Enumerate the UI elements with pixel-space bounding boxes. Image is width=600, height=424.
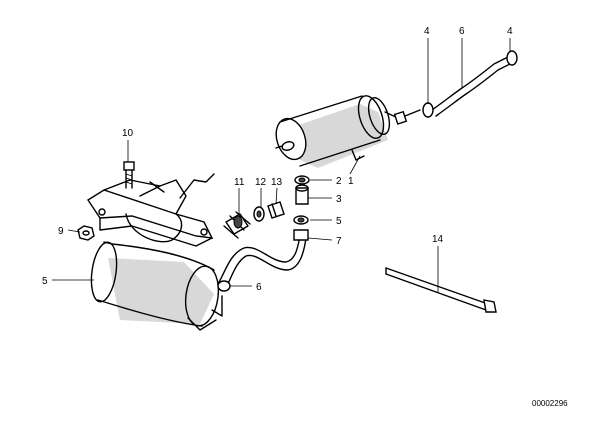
nozzle-fitting[interactable] (223, 211, 251, 239)
callout-10: 10 (122, 128, 134, 139)
hose-piece-short[interactable] (295, 184, 309, 205)
callout-12: 12 (255, 177, 267, 188)
damper-tank[interactable] (88, 241, 222, 331)
fuel-pump[interactable] (271, 93, 421, 168)
nut[interactable] (77, 225, 95, 241)
fuel-hose-lower[interactable] (211, 235, 307, 317)
reference-code: 00002296 (532, 399, 568, 408)
washer[interactable] (253, 206, 265, 222)
callout-11: 11 (234, 177, 245, 188)
cable-tie[interactable] (385, 267, 497, 313)
callout-1: 1 (348, 176, 354, 187)
leader-lines (52, 38, 511, 292)
callout-9: 9 (58, 226, 64, 237)
clamp-small[interactable] (267, 201, 285, 219)
fuel-hose-top[interactable] (422, 50, 518, 118)
mounting-bracket[interactable] (87, 173, 215, 247)
callout-5-tank: 5 (42, 276, 48, 287)
callout-5-right: 5 (336, 216, 342, 227)
bolt[interactable] (123, 161, 135, 189)
callout-3: 3 (336, 194, 342, 205)
callout-4-left: 4 (424, 26, 430, 37)
callout-13: 13 (271, 177, 283, 188)
callout-6-lower: 6 (256, 282, 262, 293)
hose-connector[interactable] (293, 229, 309, 241)
hose-clamp-right[interactable] (293, 215, 309, 225)
hose-clamp-top[interactable] (294, 175, 310, 185)
callout-2: 2 (336, 176, 342, 187)
callout-6-top: 6 (459, 26, 465, 37)
callout-7: 7 (336, 236, 342, 247)
callout-14: 14 (432, 234, 444, 245)
callout-4-right: 4 (507, 26, 513, 37)
